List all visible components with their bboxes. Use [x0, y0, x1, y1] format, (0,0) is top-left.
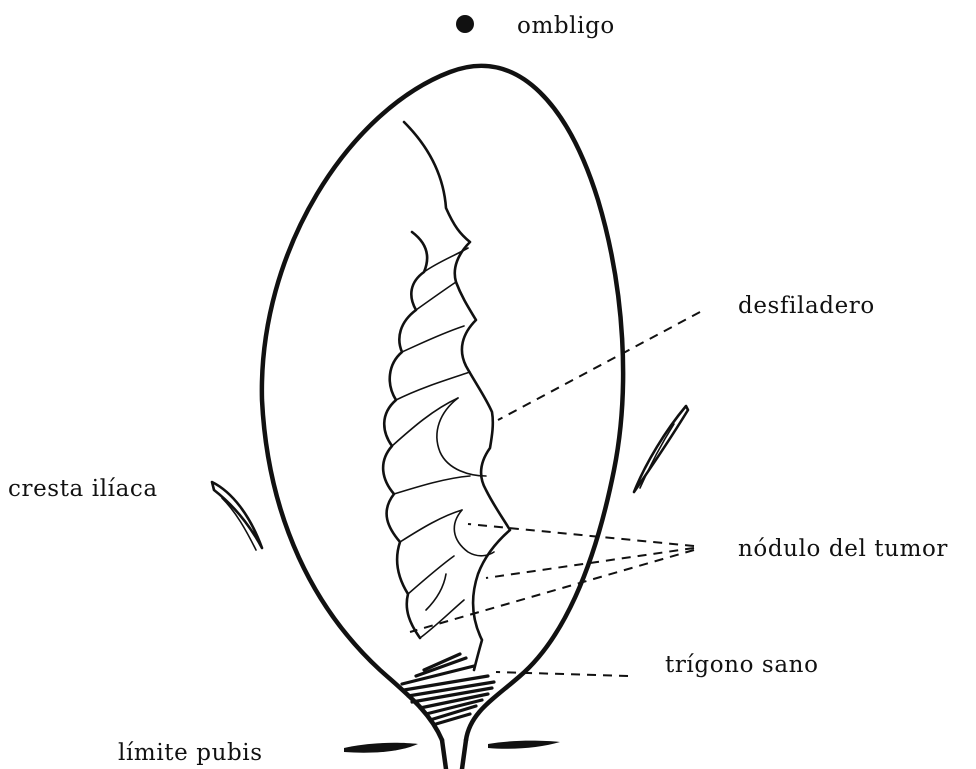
umbilicus-dot — [456, 15, 474, 33]
pubic-limit-bar-left — [344, 743, 418, 753]
leader-nodule-1 — [468, 524, 694, 546]
iliac-crest-left — [212, 482, 262, 548]
label-healthy-trigone: trígono sano — [665, 652, 819, 678]
leader-nodule-3 — [410, 550, 694, 632]
leader-trigono — [496, 672, 628, 676]
bladder-outline — [262, 66, 623, 740]
tumor-right-edge — [404, 122, 510, 670]
tumor-nodule-cells — [392, 248, 494, 638]
bladder-neck — [442, 740, 466, 769]
leader-desfiladero — [498, 312, 700, 420]
label-pubic-limit: límite pubis — [118, 740, 263, 766]
pubic-limit-bar-right — [488, 741, 560, 749]
iliac-crest-right — [634, 406, 688, 492]
label-defile: desfiladero — [738, 293, 875, 319]
label-tumor-nodule: nódulo del tumor — [738, 536, 948, 562]
label-iliac-crest: cresta ilíaca — [8, 476, 158, 502]
label-umbilicus: ombligo — [517, 13, 615, 39]
